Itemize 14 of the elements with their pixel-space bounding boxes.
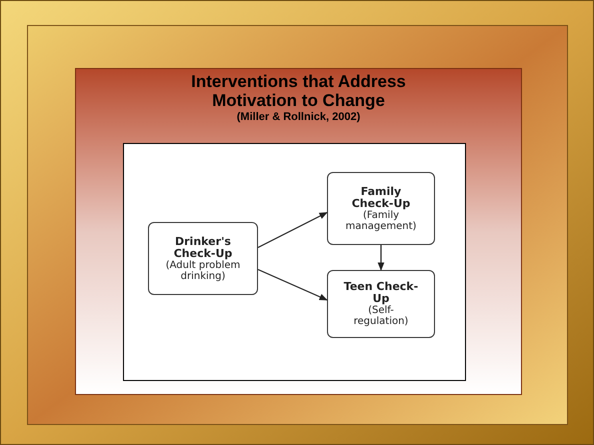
arrow: [258, 268, 328, 301]
process-box: [327, 270, 435, 338]
process-box: [148, 222, 258, 295]
box-heading: Family Check-Up: [350, 186, 412, 210]
arrow: [378, 245, 384, 271]
box-heading: Drinker's Check-Up: [172, 236, 234, 260]
arrow: [258, 212, 328, 248]
citation: (Miller & Rollnick, 2002): [236, 110, 360, 124]
process-box: [327, 172, 435, 245]
box-description: (Self-regulation): [352, 305, 410, 327]
box-description: (Family management): [344, 210, 418, 232]
box-description: (Adult problem drinking): [164, 260, 242, 282]
title: Interventions that Address Motivation to Change: [190, 72, 407, 110]
box-heading: Teen Check-Up: [342, 281, 420, 305]
